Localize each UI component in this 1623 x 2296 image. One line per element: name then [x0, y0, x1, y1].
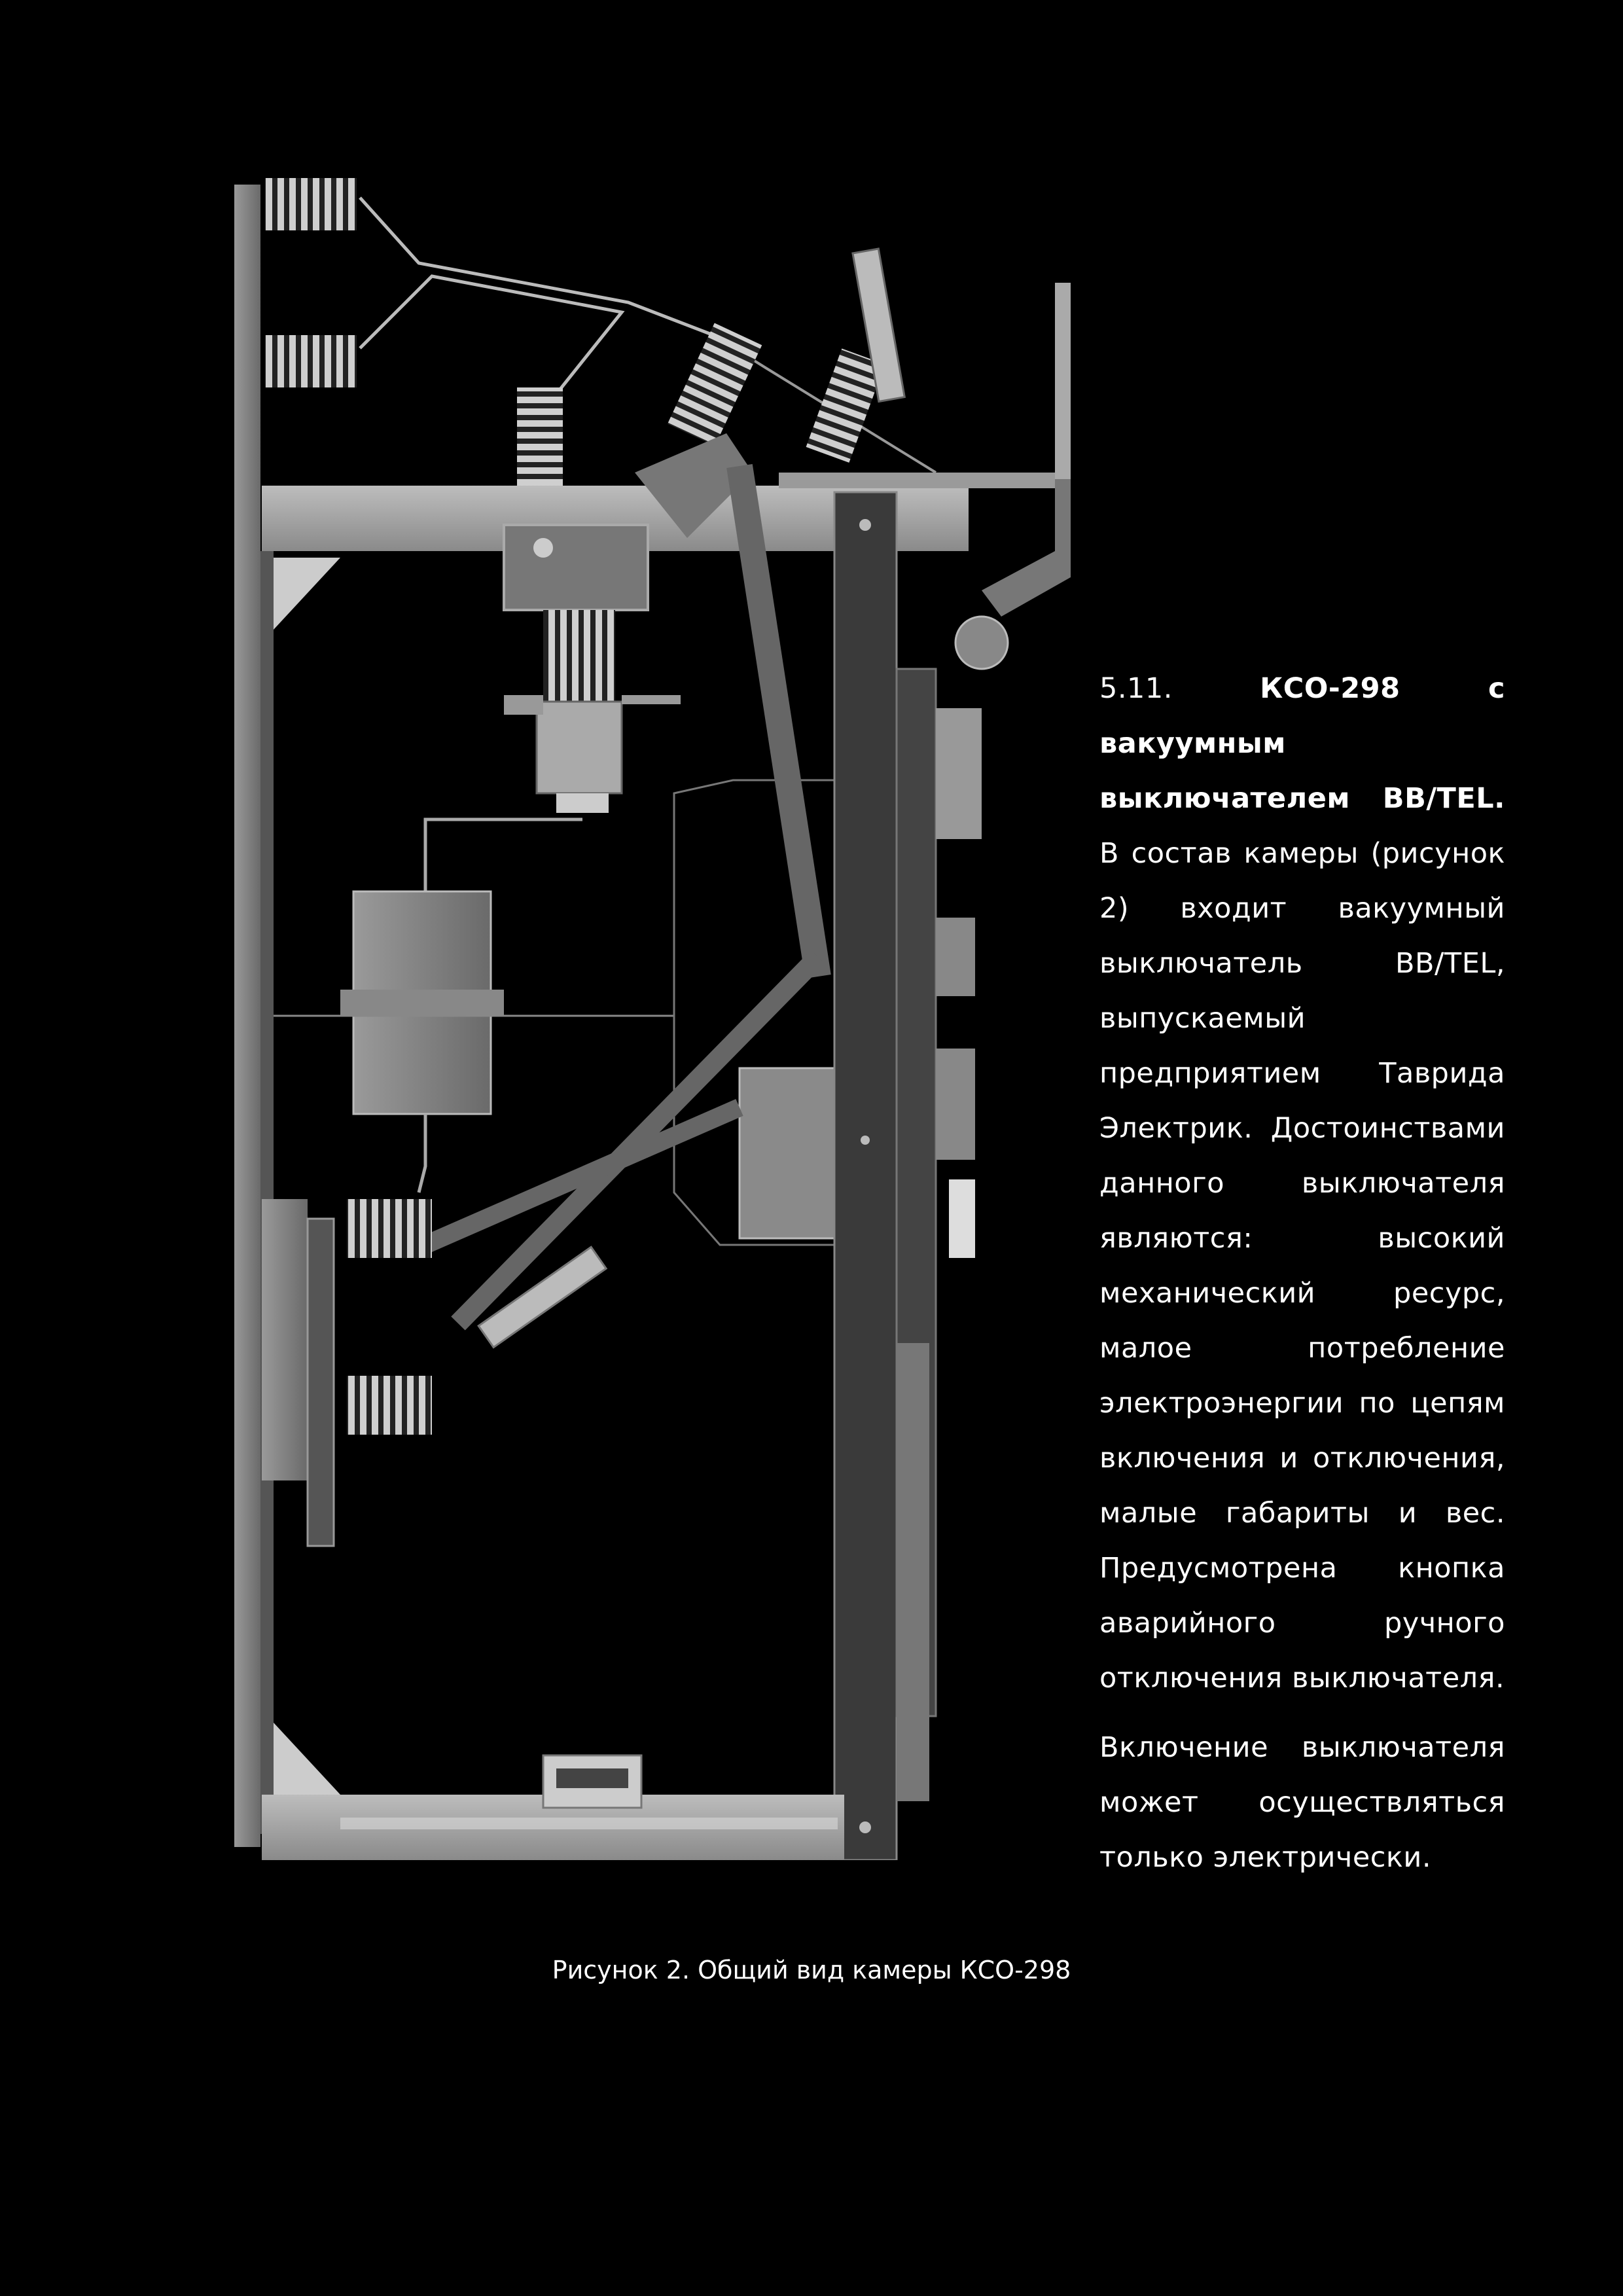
linkage-rod-3 — [421, 1099, 743, 1253]
drive-box-bolt — [533, 538, 553, 558]
right-roof-post — [1055, 283, 1071, 479]
section-number: 5.11. — [1099, 672, 1173, 705]
main-column — [833, 491, 898, 1860]
breaker-terminal — [504, 695, 543, 715]
terminal-arm — [622, 695, 681, 704]
indicator-lamp — [954, 615, 1009, 670]
relay-module-1 — [936, 708, 982, 839]
insulator-top-left-1 — [265, 178, 357, 230]
paragraph-1-body: В состав камеры (рисунок 2) входит вакуу… — [1099, 837, 1505, 1695]
left-frame-post — [234, 185, 260, 1847]
paragraph-2: Включение выключателя может осуществлять… — [1099, 1731, 1505, 1874]
bottom-clamp-window — [556, 1768, 628, 1788]
paragraph-1: 5.11. КСО-298 с вакуумным выключателем B… — [1099, 661, 1505, 1706]
disconnector-lever — [635, 433, 753, 538]
insulator-top-left-2 — [265, 335, 357, 387]
section-text: 5.11. КСО-298 с вакуумным выключателем B… — [1099, 661, 1505, 1899]
grounding-switch-blade — [477, 1246, 608, 1349]
bottom-slot-strip — [340, 1818, 838, 1829]
gusset-top-left — [274, 558, 340, 630]
lower-side-rail — [897, 1343, 929, 1801]
breaker-drive-box — [503, 524, 649, 611]
ct-flange — [340, 990, 504, 1016]
switchgear-drawing — [234, 178, 1071, 1860]
vacuum-chamber — [543, 610, 615, 702]
gusset-bottom-left — [274, 1723, 340, 1795]
column-bolt-top — [859, 519, 871, 531]
disconnector-insulator-3 — [806, 348, 885, 463]
busbar-wire — [359, 196, 714, 337]
right-roof-bracket — [982, 479, 1071, 617]
section-heading: КСО-298 с вакуумным выключателем BB/TEL. — [1099, 672, 1506, 815]
busbar-wire-2 — [359, 274, 625, 409]
figure-caption: Рисунок 2. Общий вид камеры КСО-298 — [552, 1956, 1071, 1984]
grounding-blade — [851, 247, 906, 403]
disconnector-insulator-1 — [517, 387, 563, 486]
disconnector-insulator-2 — [667, 323, 762, 446]
lower-insulator-2 — [347, 1376, 432, 1435]
lead-wire — [423, 817, 582, 891]
grounding-switch-shaft — [306, 1217, 335, 1547]
top-roof-plate — [779, 473, 1067, 488]
drive-mechanism — [738, 1067, 839, 1240]
lower-mount-plate — [262, 1199, 308, 1480]
relay-module-3 — [936, 1049, 975, 1160]
relay-module-4 — [949, 1179, 975, 1258]
relay-module-2 — [936, 918, 975, 996]
column-bolt-bottom — [859, 1821, 871, 1833]
breaker-bottom-terminal — [556, 793, 609, 813]
left-inner-wall — [260, 551, 274, 1834]
linkage-rod-1 — [726, 463, 831, 979]
ct-lower-lead — [417, 1114, 427, 1193]
column-bolt-mid — [861, 1136, 870, 1145]
linkage-rod-2 — [451, 950, 825, 1331]
lower-insulator-1 — [347, 1199, 432, 1258]
vacuum-chamber-lower — [535, 700, 623, 795]
